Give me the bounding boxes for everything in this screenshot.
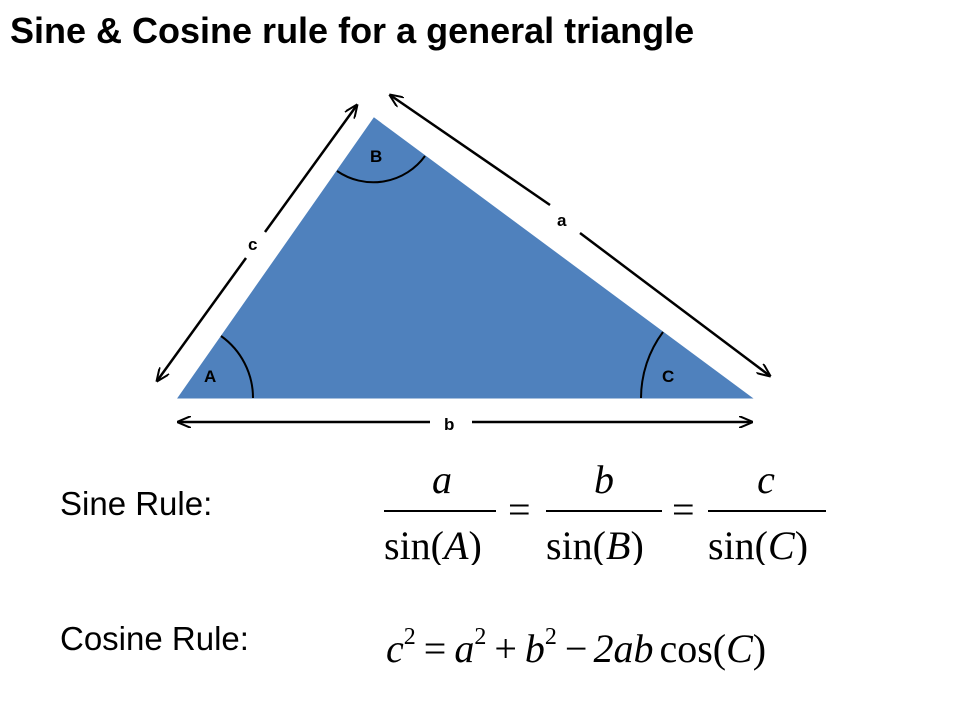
sine-rule-label: Sine Rule: <box>60 485 213 522</box>
triangle-diagram: A B C c a b <box>0 0 960 434</box>
side-c-arrow-upper <box>263 105 357 233</box>
side-label-b: b <box>444 415 454 434</box>
sine-rule-formula: a sin(A) = b sin(B) = c sin(C) <box>384 457 826 565</box>
sine-term2-numerator: b <box>594 457 614 502</box>
sine-term3-denominator: sin(C) <box>708 523 808 565</box>
sine-term1-denominator: sin(A) <box>384 523 482 565</box>
sine-equals-1: = <box>508 487 531 532</box>
vertex-label-C: C <box>662 367 674 386</box>
side-a-arrow-upper <box>390 95 551 207</box>
sine-term2-denominator: sin(B) <box>546 523 644 565</box>
sine-term3-numerator: c <box>757 457 775 502</box>
sine-equals-2: = <box>672 487 695 532</box>
cosine-rule-label: Cosine Rule: <box>60 620 249 657</box>
side-label-a: a <box>557 211 567 230</box>
side-c-arrow-lower <box>157 257 248 381</box>
angle-arc-B <box>336 155 426 184</box>
angle-arc-C <box>640 331 664 399</box>
sine-term1-numerator: a <box>432 457 452 502</box>
vertex-label-A: A <box>204 367 216 386</box>
angle-arc-A <box>220 335 254 399</box>
side-a-arrow-lower <box>579 232 770 376</box>
side-label-c: c <box>248 235 257 254</box>
triangle-shape <box>177 117 754 399</box>
vertex-label-B: B <box>370 147 382 166</box>
slide-title: Sine & Cosine rule for a general triangl… <box>10 10 695 51</box>
